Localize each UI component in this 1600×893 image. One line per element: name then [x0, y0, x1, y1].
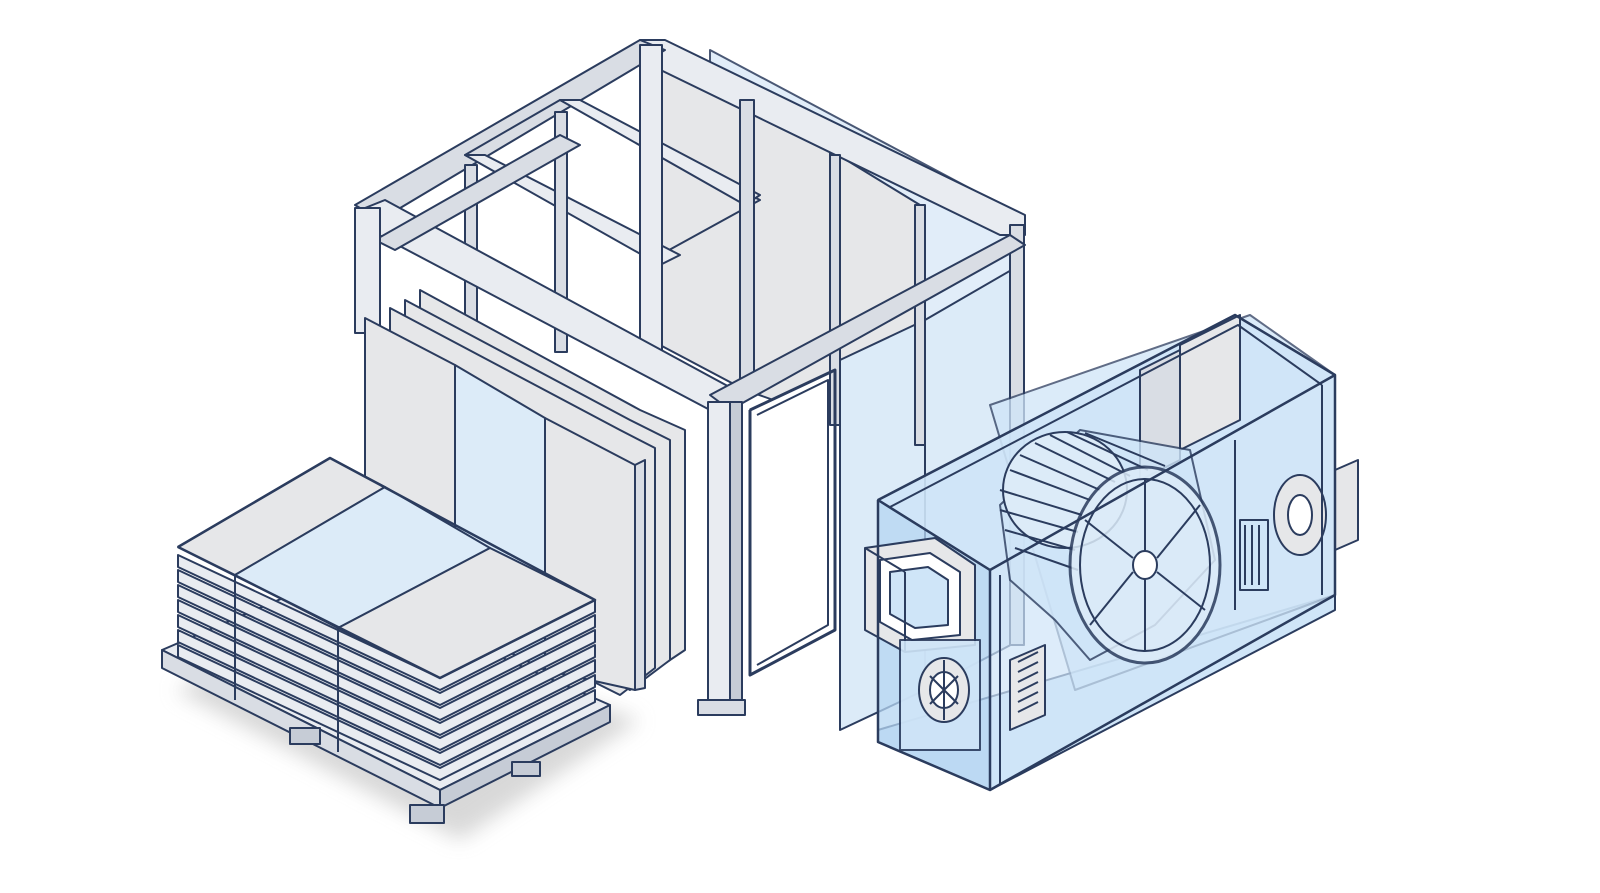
- ahu-frame-edge-inner: [889, 324, 1323, 508]
- ahu-small-fan: [899, 639, 981, 751]
- frame-beam: [464, 154, 681, 266]
- pallet-foot: [511, 761, 541, 777]
- air-handling-unit-with-blower: [864, 313, 1359, 792]
- pallet-foot: [409, 804, 445, 824]
- ahu-side-connector: [1334, 459, 1359, 551]
- frame-post: [639, 44, 663, 351]
- frame-post-front-corner-side: [729, 401, 743, 703]
- ahu-inlet-duct: [864, 537, 976, 653]
- wall-panel-edge: [634, 459, 646, 691]
- frame-door-frame: [748, 368, 837, 677]
- frame-post-front-left: [354, 207, 381, 334]
- panel-stack-sheets: [177, 554, 596, 781]
- frame-post-front-corner: [707, 401, 731, 708]
- frame-back-panel: [659, 59, 746, 391]
- stack-top-outline: [177, 456, 597, 680]
- ahu-motor: [1239, 474, 1327, 591]
- pallet-foot: [289, 727, 321, 745]
- frame-beam-top-right: [374, 134, 581, 251]
- panel-pallet-stack: [161, 456, 611, 824]
- frame-door-frame-inner: [756, 379, 829, 666]
- ahu-frame-edges: [876, 313, 1337, 792]
- ahu-filter-cassette: [1009, 644, 1046, 731]
- frame-post: [554, 111, 568, 353]
- pallet-base-right: [439, 704, 611, 809]
- frame-post: [914, 204, 926, 446]
- blower-hub: [1132, 550, 1158, 580]
- frame-post-foot: [697, 699, 746, 716]
- frame-post: [739, 99, 755, 391]
- ahu-blower-wheel: [999, 429, 1222, 665]
